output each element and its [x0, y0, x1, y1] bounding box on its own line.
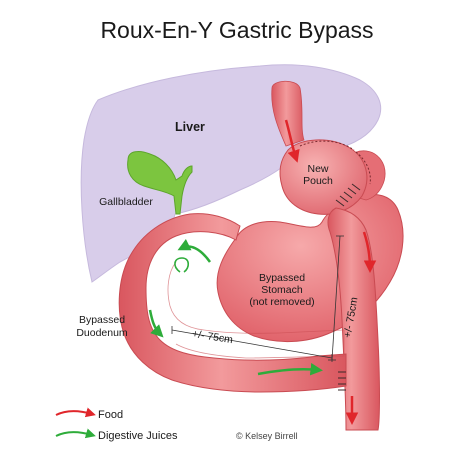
diagram-title: Roux-En-Y Gastric Bypass	[100, 17, 373, 43]
duodenum-inner	[167, 261, 345, 359]
juice-arrow-left	[148, 309, 164, 338]
anastomosis-staples-upper	[335, 183, 361, 207]
anastomosis-staples-lower	[338, 371, 346, 391]
credit-text: © Kelsey Birrell	[236, 431, 298, 441]
legend-juice-arrow	[55, 428, 96, 439]
bypassed-stomach-label-2: Stomach	[261, 284, 303, 296]
duodenum-loop	[118, 213, 347, 393]
legend: Food Digestive Juices	[55, 407, 178, 442]
food-arrow-limb-upper	[362, 231, 377, 273]
measure-vertical	[328, 235, 344, 361]
legend-juice-label: Digestive Juices	[98, 430, 178, 442]
bypassed-duodenum-label-1: Bypassed	[79, 314, 125, 326]
gallbladder-label: Gallbladder	[99, 196, 153, 208]
juice-arrow-knot	[174, 257, 190, 273]
food-arrow-esophagus	[284, 119, 300, 163]
bypassed-stomach-label-1: Bypassed	[259, 272, 305, 284]
esophagus	[271, 80, 305, 147]
new-pouch-label-2: Pouch	[303, 175, 333, 187]
legend-food-arrow	[55, 407, 96, 418]
bypassed-stomach-label-3: (not removed)	[249, 296, 314, 308]
pouch-staple-line	[299, 140, 371, 185]
juice-arrow-top	[177, 239, 212, 263]
length-horizontal-label: +/- 75cm	[191, 328, 234, 346]
juice-arrow-bottom	[257, 362, 323, 376]
legend-food-label: Food	[98, 409, 123, 421]
bypassed-duodenum-label-2: Duodenum	[76, 327, 128, 339]
new-pouch-label-1: New	[307, 163, 328, 175]
gallbladder-shape	[127, 151, 193, 215]
liver-label: Liver	[175, 120, 205, 134]
